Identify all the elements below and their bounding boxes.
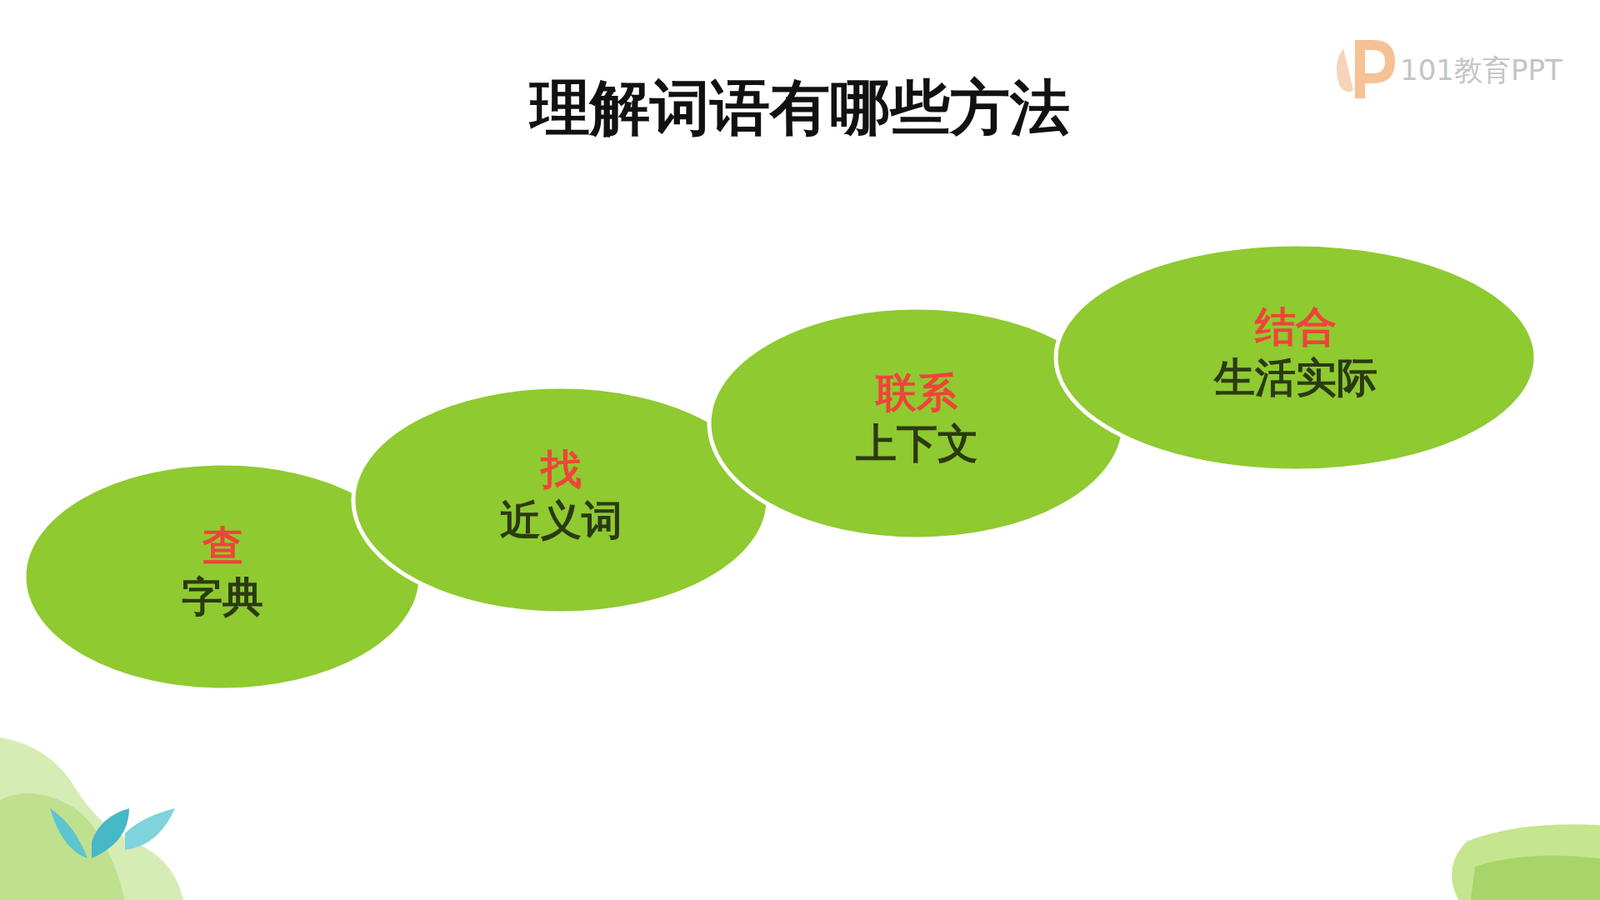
grass-left — [0, 737, 184, 900]
method-ellipse: 结合生活实际 — [1054, 242, 1538, 473]
logo-icon — [1336, 40, 1395, 99]
method-object: 生活实际 — [1214, 352, 1378, 404]
title: 理解词语有哪些方法 — [0, 68, 1600, 149]
method-object: 字典 — [181, 571, 264, 623]
method-verb: 找 — [540, 444, 582, 495]
grass-right — [1451, 824, 1600, 900]
method-verb: 查 — [202, 520, 244, 572]
watermark: 101教育PPT — [1400, 51, 1563, 90]
method-object: 上下文 — [855, 418, 979, 470]
method-verb: 结合 — [1255, 301, 1337, 353]
method-verb: 联系 — [875, 367, 958, 419]
method-object: 近义词 — [500, 495, 623, 546]
